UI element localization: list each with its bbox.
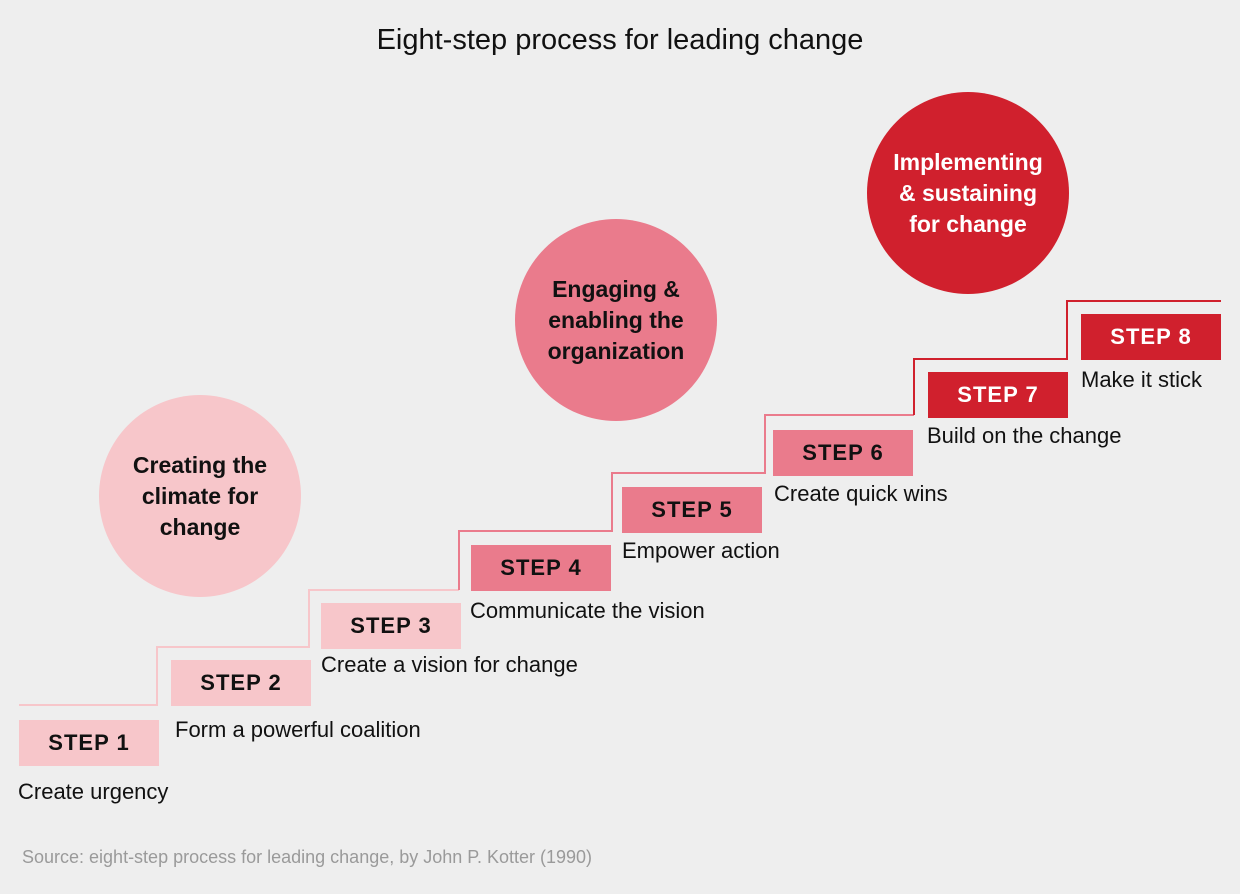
phase-3-label: Implementing & sustaining for change: [893, 148, 1043, 237]
step-5-description: Empower action: [622, 538, 780, 563]
step-8-description: Make it stick: [1081, 367, 1203, 392]
step-8-box: STEP 8: [1081, 314, 1221, 360]
step-6-description: Create quick wins: [774, 481, 948, 506]
step-3-box: STEP 3: [321, 603, 461, 649]
step-2-box: STEP 2: [171, 660, 311, 706]
step-4-description: Communicate the vision: [470, 598, 705, 623]
step-5-box: STEP 5: [622, 487, 762, 533]
source-note: Source: eight-step process for leading c…: [22, 847, 593, 867]
staircase-segment-2: [458, 414, 914, 590]
phase-3-circle: Implementing & sustaining for change: [867, 92, 1069, 294]
step-1-box: STEP 1: [19, 720, 159, 766]
diagram-title: Eight-step process for leading change: [376, 24, 864, 56]
step-1-description: Create urgency: [18, 779, 169, 804]
step-3-description: Create a vision for change: [321, 652, 578, 677]
phase-2-circle: Engaging & enabling the organization: [515, 219, 717, 421]
step-4-box: STEP 4: [471, 545, 611, 591]
phase-1-label: Creating the climate for change: [132, 451, 268, 540]
step-7-box: STEP 7: [928, 372, 1068, 418]
staircase-segment-3: [913, 300, 1221, 415]
phase-1-circle: Creating the climate for change: [99, 395, 301, 597]
phase-2-label: Engaging & enabling the organization: [547, 275, 685, 364]
step-6-box: STEP 6: [773, 430, 913, 476]
step-7-description: Build on the change: [927, 423, 1122, 448]
staircase-segment-1: [19, 589, 459, 706]
step-2-description: Form a powerful coalition: [175, 717, 421, 742]
